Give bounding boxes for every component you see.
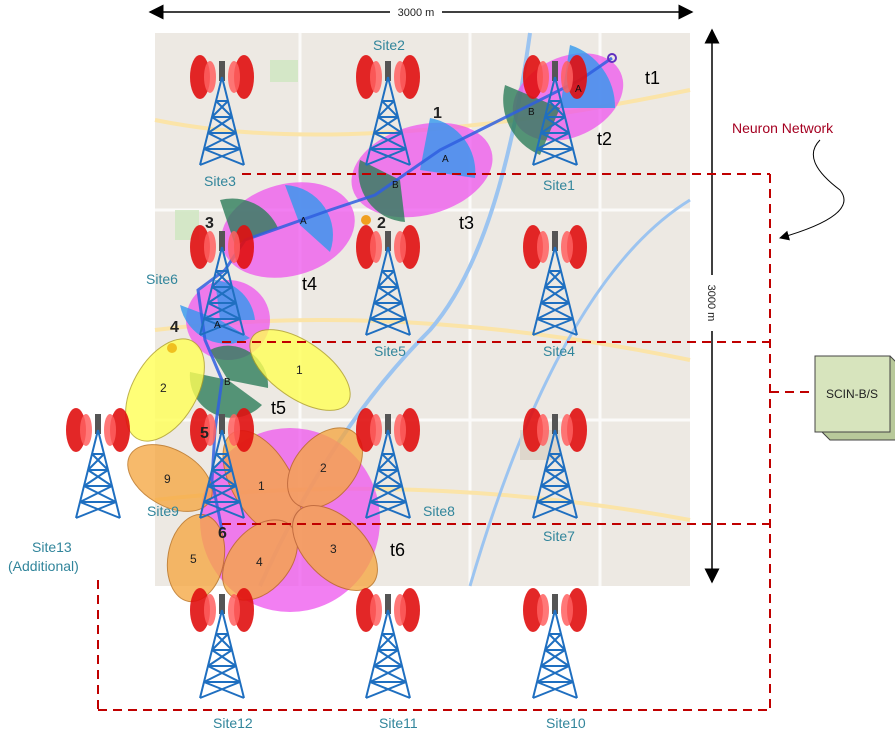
route-waypoint-2: [361, 215, 371, 225]
sector-letter: A: [214, 320, 221, 331]
orange-cell-2: [287, 427, 363, 509]
site11-tower: [355, 587, 421, 699]
yellow-cell-1: [249, 329, 351, 411]
sector-letters: A B A B A A B: [214, 84, 582, 388]
site-label-8: Site8: [423, 503, 455, 519]
orange-cell-5: [166, 513, 226, 603]
cell-number: 4: [256, 555, 263, 569]
route-number-3: 3: [205, 215, 214, 232]
site10-tower: [522, 587, 588, 699]
time-label-t4: t4: [302, 274, 317, 294]
time-label-t2: t2: [597, 129, 612, 149]
site12-tower: [189, 587, 255, 699]
cell-numbers: 2 1 9 1 2 5 4 3: [160, 363, 337, 569]
sector-site5-b: [189, 372, 262, 418]
cell-number: 5: [190, 552, 197, 566]
route-number-6: 6: [218, 525, 227, 542]
sector-letter: A: [300, 216, 307, 227]
site13-tower: [65, 407, 131, 519]
route-numbers: 1 2 3 4 5 6: [170, 105, 442, 542]
scin-controller: SCIN-B/S: [814, 355, 895, 441]
site-label-13-note: (Additional): [8, 558, 79, 574]
sector-letter: B: [224, 377, 231, 388]
site-label-1: Site1: [543, 177, 575, 193]
cell-number: 1: [258, 479, 265, 493]
time-label-t3: t3: [459, 213, 474, 233]
site-label-3: Site3: [204, 173, 236, 189]
height-dimension: 3000 m: [704, 28, 720, 584]
site-label-5: Site5: [374, 343, 406, 359]
site-label-11: Site11: [379, 715, 418, 731]
site-label-10: Site10: [546, 715, 586, 731]
neuron-network-pointer: [779, 139, 845, 241]
cell-number: 2: [160, 381, 167, 395]
width-dimension: 3000 m: [148, 3, 694, 20]
site-label-6: Site6: [146, 271, 178, 287]
sector-site2-a: [420, 118, 476, 178]
sector-site1-b: [503, 85, 560, 155]
cell-number: 2: [320, 461, 327, 475]
site-labels: Site1 Site2 Site3 Site4 Site5 Site6 Site…: [8, 37, 586, 731]
orange-cells: [127, 427, 378, 603]
orange-cell-3: [292, 505, 378, 591]
cell-number: 3: [330, 542, 337, 556]
height-label: 3000 m: [705, 285, 717, 322]
site-label-9: Site9: [147, 503, 179, 519]
sector-letter: B: [528, 107, 535, 118]
time-label-t6: t6: [390, 540, 405, 560]
route-endpoint: [607, 53, 617, 63]
site-label-12: Site12: [213, 715, 253, 731]
route-number-1: 1: [433, 105, 442, 122]
neuron-network-links: [97, 173, 812, 711]
sector-letter: B: [392, 180, 399, 191]
time-label-t1: t1: [645, 68, 660, 88]
yellow-cells: [125, 329, 351, 442]
cell-number: 1: [296, 363, 303, 377]
route-number-4: 4: [170, 319, 179, 336]
sector-letter: A: [575, 84, 582, 95]
site-label-4: Site4: [543, 343, 575, 359]
cell-number: 9: [164, 472, 171, 486]
neuron-network-label: Neuron Network: [732, 120, 834, 136]
site-label-13: Site13: [32, 539, 72, 555]
time-label-t5: t5: [271, 398, 286, 418]
site-label-2: Site2: [373, 37, 405, 53]
route-waypoint-4: [167, 343, 177, 353]
site-label-7: Site7: [543, 528, 575, 544]
time-labels: t1 t2 t3 t4 t5 t6: [271, 68, 660, 560]
sector-letter: A: [442, 154, 449, 165]
width-label: 3000 m: [398, 7, 435, 19]
yellow-cell-2: [125, 338, 205, 442]
route-number-2: 2: [377, 215, 386, 232]
scin-label: SCIN-B/S: [826, 387, 878, 401]
route-number-5: 5: [200, 425, 209, 442]
